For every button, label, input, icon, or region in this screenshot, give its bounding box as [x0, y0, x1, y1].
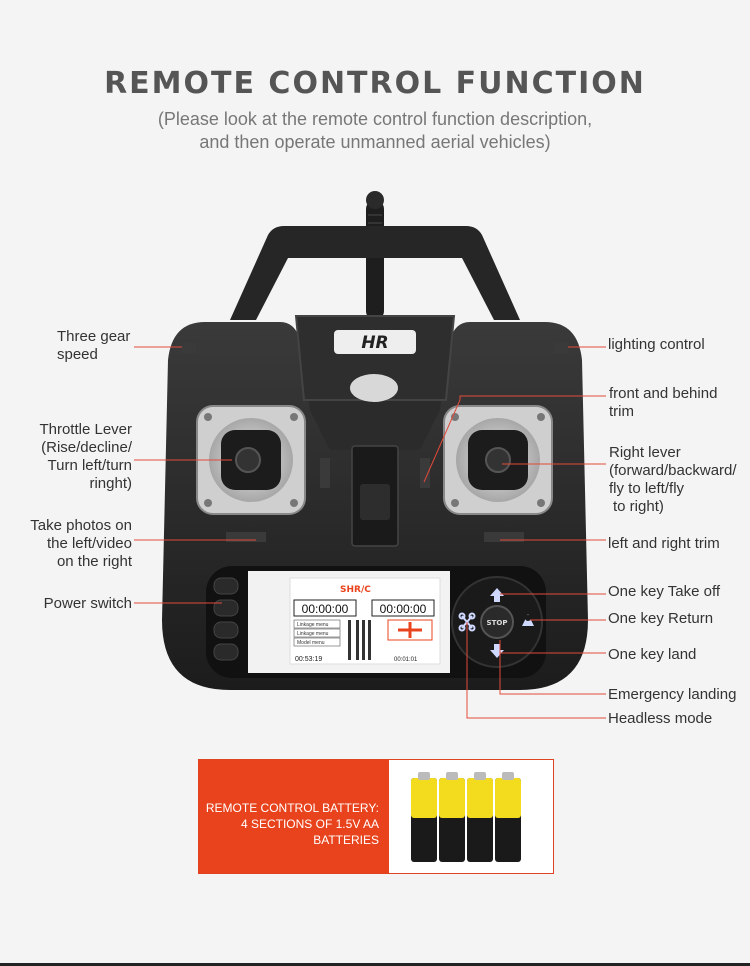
screen-menu-1: Linkage menu — [297, 622, 329, 628]
carry-handle — [230, 226, 520, 320]
land-arrow-icon — [490, 644, 504, 658]
label-power-switch: Power switch — [43, 595, 132, 612]
left-throttle-gimbal[interactable] — [196, 405, 306, 515]
takeoff-arrow-icon — [490, 588, 504, 602]
screen-timer-1: 00:00:00 — [302, 602, 349, 616]
label-right-lever: Right lever (forward/backward/ fly to le… — [609, 444, 737, 515]
brand-logo: HR — [361, 333, 388, 353]
label-throttle-lever: Throttle Lever (Rise/decline/ Turn left/… — [39, 421, 132, 492]
front-behind-trim — [420, 458, 430, 488]
screen-menu-3: Model menu — [297, 640, 325, 646]
screen-menu-2: Linkage menu — [297, 631, 329, 637]
right-direction-gimbal[interactable] — [443, 405, 553, 515]
label-return: One key Return — [608, 610, 714, 627]
bottom-border — [0, 963, 750, 966]
battery-text: REMOTE CONTROL BATTERY: 4 SECTIONS OF 1.… — [205, 801, 379, 847]
label-front-behind-trim: front and behind trim — [609, 385, 718, 420]
remote-control-illustration: HR SHR/C 00:00:00 00:00:00 — [134, 191, 606, 719]
callout-lines — [134, 346, 606, 719]
left-vertical-trim — [320, 458, 330, 488]
label-three-gear-speed: Three gear speed — [57, 328, 131, 363]
logo-plate — [334, 330, 416, 354]
page-title: REMOTE CONTROL FUNCTION — [104, 66, 646, 101]
one-key-dpad[interactable]: STOP — [451, 576, 543, 668]
label-headless-mode: Headless mode — [608, 710, 713, 727]
battery-info-box: REMOTE CONTROL BATTERY: 4 SECTIONS OF 1.… — [198, 759, 554, 874]
label-left-right-trim: left and right trim — [608, 535, 720, 552]
label-land: One key land — [608, 646, 697, 663]
screen-clock-2: 00:01:01 — [394, 657, 418, 663]
label-take-photos: Take photos on the left/video on the rig… — [30, 517, 132, 570]
screen-clock: 00:53:19 — [295, 656, 322, 663]
label-take-off: One key Take off — [608, 583, 721, 600]
page-subtitle: (Please look at the remote control funct… — [0, 108, 750, 154]
power-switch-buttons[interactable] — [213, 577, 239, 661]
screen-timer-2: 00:00:00 — [380, 602, 427, 616]
subtitle-line-2: and then operate unmanned aerial vehicle… — [199, 132, 551, 152]
indicator-light — [350, 374, 398, 402]
left-right-trim — [484, 532, 524, 542]
three-gear-switch — [182, 343, 196, 353]
battery-text-panel: REMOTE CONTROL BATTERY: 4 SECTIONS OF 1.… — [199, 760, 389, 873]
subtitle-line-1: (Please look at the remote control funct… — [157, 109, 593, 129]
aa-batteries-icon — [411, 772, 521, 862]
stop-label: STOP — [487, 619, 508, 627]
lighting-switch — [554, 343, 568, 353]
center-slider — [360, 484, 390, 520]
left-horizontal-trim — [226, 532, 266, 542]
label-emergency-landing: Emergency landing — [608, 686, 737, 703]
screen-brand: SHR/C — [340, 585, 371, 595]
return-home-icon — [522, 614, 534, 626]
label-lighting-control: lighting control — [608, 336, 705, 353]
